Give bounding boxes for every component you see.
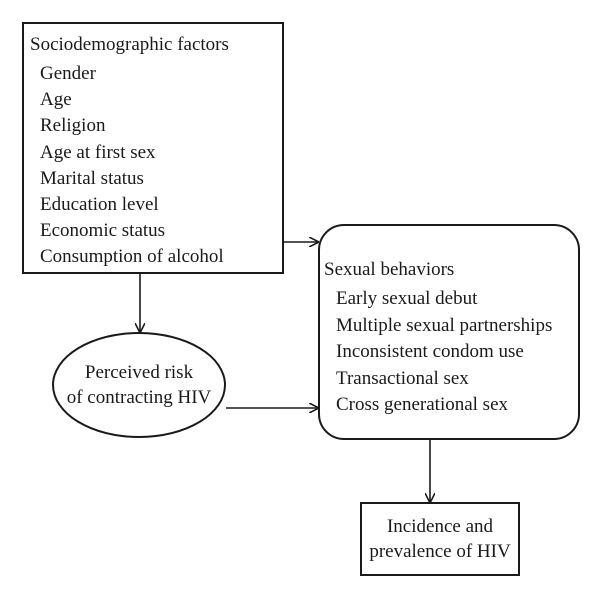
behavior-transactional-sex: Transactional sex [336, 367, 469, 389]
perceived-risk-line-2: of contracting HIV [66, 387, 212, 408]
perceived-risk-ellipse: Perceived risk of contracting HIV [52, 332, 226, 438]
factor-alcohol-consumption: Consumption of alcohol [40, 246, 224, 268]
hiv-outcome-box: Incidence and prevalence of HIV [360, 502, 520, 576]
factor-economic-status: Economic status [40, 220, 166, 242]
factor-age-at-first-sex: Age at first sex [40, 141, 156, 163]
hiv-outcome-line-1: Incidence and [386, 516, 494, 537]
perceived-risk-line-1: Perceived risk [84, 362, 194, 383]
factor-education-level: Education level [40, 194, 159, 216]
factor-religion: Religion [40, 115, 106, 137]
behavior-multiple-partnerships: Multiple sexual partnerships [336, 314, 553, 336]
sexual-behaviors-title: Sexual behaviors [324, 259, 455, 280]
factor-gender: Gender [40, 63, 96, 84]
behavior-cross-generational-sex: Cross generational sex [336, 394, 509, 415]
behavior-inconsistent-condom-use: Inconsistent condom use [336, 341, 524, 362]
factor-age: Age [40, 89, 72, 111]
sociodemographic-factors-list: Gender Age Religion Age at first sex Mar… [40, 61, 224, 271]
sociodemographic-factors-title: Sociodemographic factors [30, 34, 229, 55]
hiv-outcome-line-2: prevalence of HIV [369, 541, 511, 562]
behavior-early-sexual-debut: Early sexual debut [336, 288, 478, 309]
factor-marital-status: Marital status [40, 167, 144, 189]
sexual-behaviors-list: Early sexual debut Multiple sexual partn… [336, 286, 552, 419]
sexual-behaviors-box: Sexual behaviors Early sexual debut Mult… [318, 224, 580, 440]
sociodemographic-factors-box: Sociodemographic factors Gender Age Reli… [22, 22, 284, 274]
